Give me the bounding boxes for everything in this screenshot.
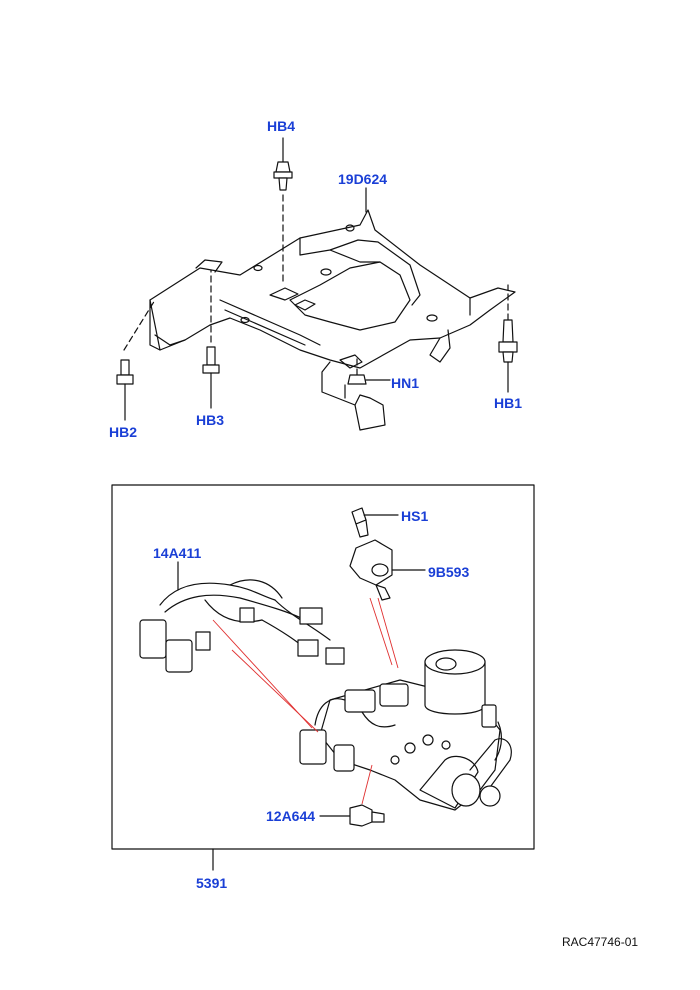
- bolt-hb1: [498, 319, 518, 393]
- nut-hn1: [347, 374, 391, 385]
- assembly-5391-frame: [111, 484, 535, 850]
- screw-hs1: [351, 507, 399, 538]
- callout-hb3: HB3: [196, 412, 225, 428]
- bolt-hb4: [273, 137, 293, 191]
- sensor-12a644: [319, 804, 385, 827]
- red-leader-lines: [212, 597, 399, 805]
- sensor-9b593: [349, 539, 426, 601]
- harness-14a411: [139, 561, 345, 673]
- valve-body: [299, 649, 512, 811]
- callout-5391: 5391: [196, 875, 228, 891]
- bracket-19d624: [149, 209, 516, 431]
- callout-hb1: HB1: [494, 395, 523, 411]
- callout-hb2: HB2: [109, 424, 138, 440]
- callout-14a411: 14A411: [153, 545, 202, 561]
- callout-9b593: 9B593: [428, 564, 470, 580]
- callout-hn1: HN1: [391, 375, 420, 391]
- bolt-hb2: [116, 359, 134, 421]
- reference-code: RAC47746-01: [562, 935, 639, 949]
- callout-hb4: HB4: [267, 118, 296, 134]
- callout-12a644: 12A644: [266, 808, 316, 824]
- callout-hs1: HS1: [401, 508, 429, 524]
- callout-19d624: 19D624: [338, 171, 388, 187]
- assembly-lines: [123, 194, 509, 376]
- bolt-hb3: [202, 346, 220, 409]
